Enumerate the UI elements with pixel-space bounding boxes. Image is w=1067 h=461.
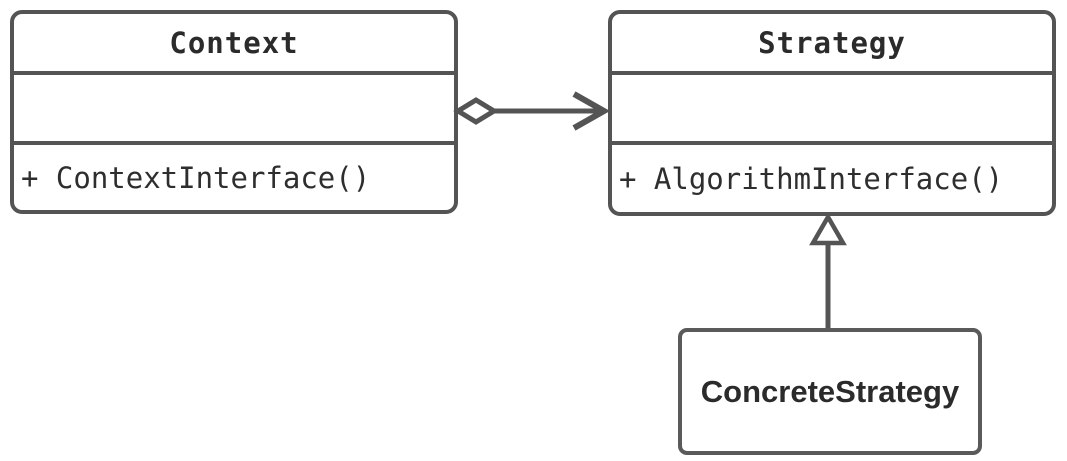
class-attributes-strategy [612,75,1052,145]
generalization-connector [809,212,847,328]
open-arrowhead-icon [572,91,611,131]
class-attributes-context [14,75,454,145]
class-box-context: Context + ContextInterface() [10,10,458,214]
class-title-strategy: Strategy [612,14,1052,75]
class-method-context: + ContextInterface() [21,160,371,195]
class-title-context: Context [14,14,454,75]
class-title-concrete-strategy: ConcreteStrategy [700,373,960,409]
hollow-triangle-icon [809,212,847,246]
hollow-diamond-icon [453,97,499,125]
class-method-strategy: + AlgorithmInterface() [619,161,1004,196]
class-box-strategy: Strategy + AlgorithmInterface() [608,10,1056,216]
class-box-concrete-strategy: ConcreteStrategy [678,328,982,455]
aggregation-connector [453,91,611,131]
